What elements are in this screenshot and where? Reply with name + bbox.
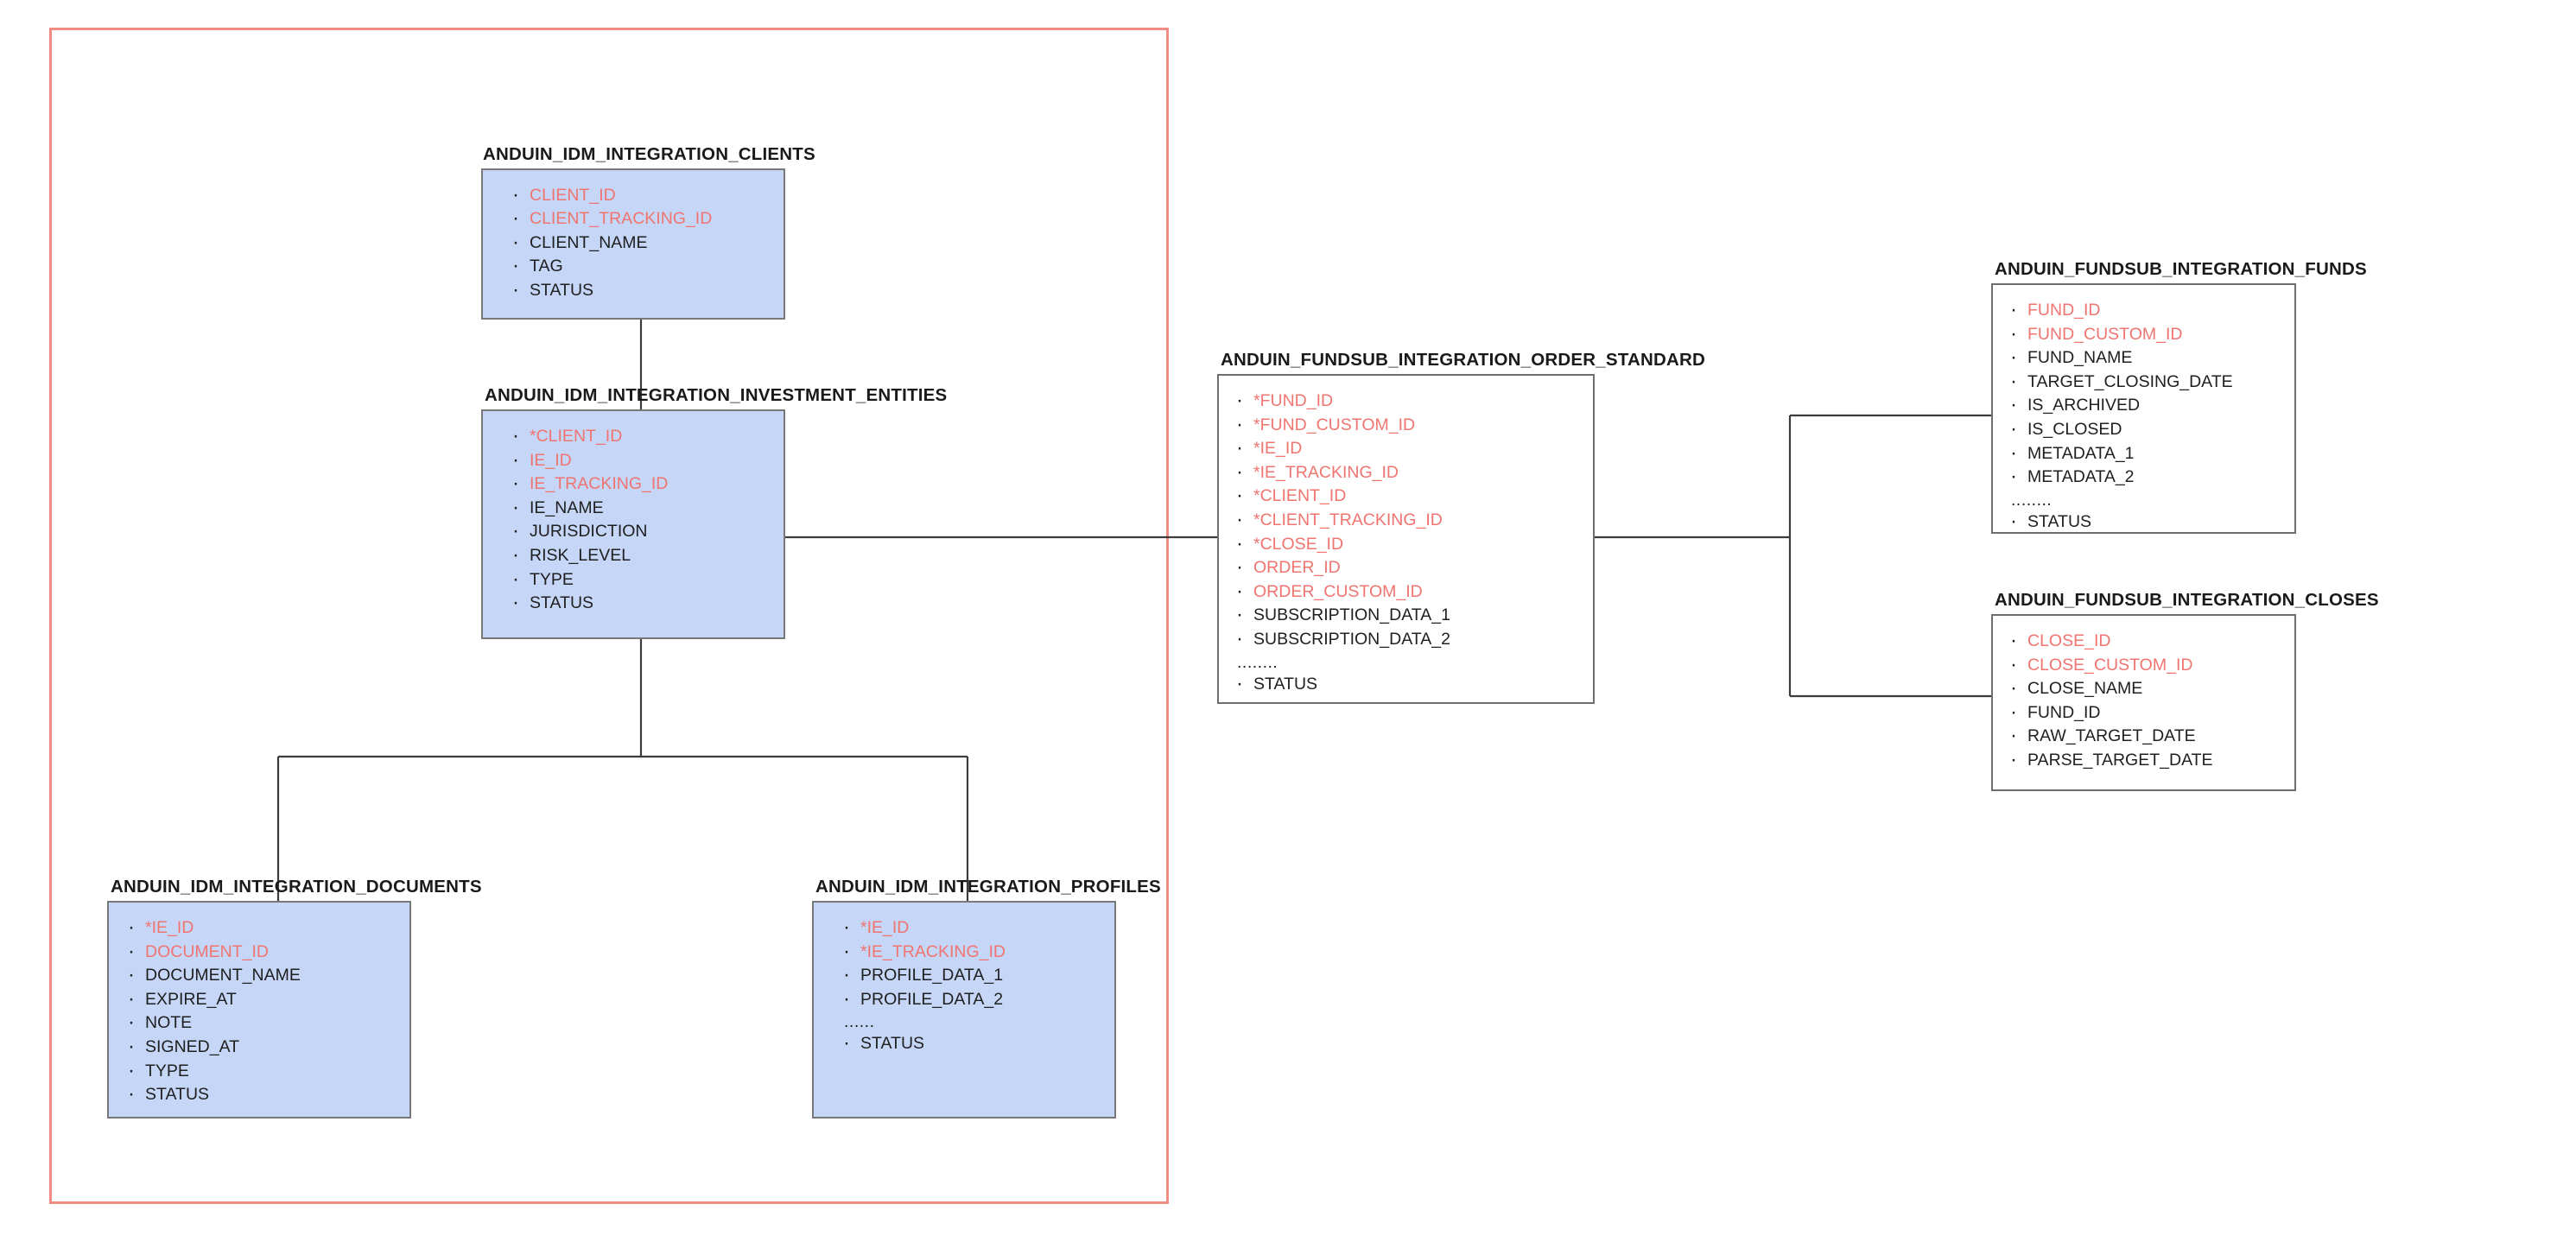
entity-title-profiles: ANDUIN_IDM_INTEGRATION_PROFILES — [815, 877, 1161, 897]
field-row: *IE_ID — [1234, 436, 1593, 461]
field-row: ORDER_ID — [1234, 555, 1593, 580]
field-row: *IE_TRACKING_ID — [841, 940, 1114, 965]
field-row: *IE_TRACKING_ID — [1234, 460, 1593, 485]
field-row: *CLIENT_ID — [511, 424, 784, 449]
entity-title-funds: ANDUIN_FUNDSUB_INTEGRATION_FUNDS — [1995, 259, 2367, 279]
entity-clients[interactable]: ANDUIN_IDM_INTEGRATION_CLIENTS CLIENT_ID… — [481, 144, 815, 320]
entity-title-documents: ANDUIN_IDM_INTEGRATION_DOCUMENTS — [111, 877, 482, 897]
field-list-funds: FUND_ID FUND_CUSTOM_ID FUND_NAME TARGET_… — [1993, 298, 2294, 535]
field-row: RAW_TARGET_DATE — [2008, 724, 2294, 749]
field-row: PARSE_TARGET_DATE — [2008, 748, 2294, 773]
field-row: PROFILE_DATA_2 — [841, 987, 1114, 1012]
entity-title-clients: ANDUIN_IDM_INTEGRATION_CLIENTS — [483, 144, 815, 164]
field-row: TAG — [511, 254, 784, 279]
field-list-documents: *IE_ID DOCUMENT_ID DOCUMENT_NAME EXPIRE_… — [109, 916, 409, 1107]
field-row: CLIENT_NAME — [511, 231, 784, 256]
field-row: IE_TRACKING_ID — [511, 472, 784, 497]
field-row: DOCUMENT_NAME — [126, 963, 409, 988]
field-row: FUND_NAME — [2008, 345, 2294, 371]
entity-title-order-standard: ANDUIN_FUNDSUB_INTEGRATION_ORDER_STANDAR… — [1221, 350, 1705, 370]
entity-box-documents[interactable]: *IE_ID DOCUMENT_ID DOCUMENT_NAME EXPIRE_… — [107, 901, 411, 1118]
entity-funds[interactable]: ANDUIN_FUNDSUB_INTEGRATION_FUNDS FUND_ID… — [1991, 259, 2367, 534]
field-row: *IE_ID — [126, 916, 409, 941]
field-row: PROFILE_DATA_1 — [841, 963, 1114, 988]
field-row: JURISDICTION — [511, 519, 784, 544]
field-row: STATUS — [1234, 672, 1593, 697]
field-row: IE_ID — [511, 448, 784, 473]
field-row: STATUS — [841, 1031, 1114, 1056]
entity-box-investment-entities[interactable]: *CLIENT_ID IE_ID IE_TRACKING_ID IE_NAME … — [481, 409, 785, 639]
entity-box-funds[interactable]: FUND_ID FUND_CUSTOM_ID FUND_NAME TARGET_… — [1991, 283, 2296, 534]
field-row-ellipsis: ........ — [1237, 652, 1278, 672]
field-row: STATUS — [511, 278, 784, 303]
entity-box-profiles[interactable]: *IE_ID *IE_TRACKING_ID PROFILE_DATA_1 PR… — [812, 901, 1116, 1118]
field-row: *IE_ID — [841, 916, 1114, 941]
field-row: *CLIENT_TRACKING_ID — [1234, 508, 1593, 533]
field-row: *CLOSE_ID — [1234, 532, 1593, 557]
field-row: RISK_LEVEL — [511, 543, 784, 568]
field-list-closes: CLOSE_ID CLOSE_CUSTOM_ID CLOSE_NAME FUND… — [1993, 629, 2294, 773]
field-row: CLIENT_ID — [511, 183, 784, 208]
field-row-ellipsis: ........ — [2011, 490, 2053, 510]
field-row: TARGET_CLOSING_DATE — [2008, 370, 2294, 395]
entity-box-order-standard[interactable]: *FUND_ID *FUND_CUSTOM_ID *IE_ID *IE_TRAC… — [1217, 374, 1595, 704]
field-row: NOTE — [126, 1011, 409, 1036]
entity-order-standard[interactable]: ANDUIN_FUNDSUB_INTEGRATION_ORDER_STANDAR… — [1217, 350, 1705, 704]
field-row: TYPE — [511, 567, 784, 592]
field-row: SUBSCRIPTION_DATA_1 — [1234, 603, 1593, 628]
entity-title-closes: ANDUIN_FUNDSUB_INTEGRATION_CLOSES — [1995, 590, 2379, 610]
entity-box-clients[interactable]: CLIENT_ID CLIENT_TRACKING_ID CLIENT_NAME… — [481, 168, 785, 320]
field-row: CLOSE_CUSTOM_ID — [2008, 653, 2294, 678]
field-list-clients: CLIENT_ID CLIENT_TRACKING_ID CLIENT_NAME… — [483, 183, 784, 303]
field-row: STATUS — [511, 591, 784, 616]
field-row: CLOSE_ID — [2008, 629, 2294, 654]
field-row: *FUND_CUSTOM_ID — [1234, 413, 1593, 438]
field-list-profiles: *IE_ID *IE_TRACKING_ID PROFILE_DATA_1 PR… — [814, 916, 1114, 1056]
connector-order-standard-funds-closes — [1595, 414, 1991, 698]
field-row: SIGNED_AT — [126, 1035, 409, 1060]
field-row: STATUS — [2008, 510, 2294, 535]
entity-closes[interactable]: ANDUIN_FUNDSUB_INTEGRATION_CLOSES CLOSE_… — [1991, 590, 2379, 791]
entity-box-closes[interactable]: CLOSE_ID CLOSE_CUSTOM_ID CLOSE_NAME FUND… — [1991, 614, 2296, 791]
field-row: FUND_CUSTOM_ID — [2008, 322, 2294, 347]
field-list-order-standard: *FUND_ID *FUND_CUSTOM_ID *IE_ID *IE_TRAC… — [1219, 389, 1593, 697]
field-row: ORDER_CUSTOM_ID — [1234, 580, 1593, 605]
field-row: METADATA_2 — [2008, 465, 2294, 490]
field-row: *FUND_ID — [1234, 389, 1593, 414]
field-row: IE_NAME — [511, 496, 784, 521]
entity-documents[interactable]: ANDUIN_IDM_INTEGRATION_DOCUMENTS *IE_ID … — [107, 877, 482, 1118]
field-row: TYPE — [126, 1059, 409, 1084]
entity-investment-entities[interactable]: ANDUIN_IDM_INTEGRATION_INVESTMENT_ENTITI… — [481, 385, 947, 639]
field-row-ellipsis: ...... — [844, 1012, 875, 1032]
field-row: EXPIRE_AT — [126, 987, 409, 1012]
entity-title-investment-entities: ANDUIN_IDM_INTEGRATION_INVESTMENT_ENTITI… — [485, 385, 948, 405]
field-row: CLOSE_NAME — [2008, 676, 2294, 701]
entity-profiles[interactable]: ANDUIN_IDM_INTEGRATION_PROFILES *IE_ID *… — [812, 877, 1161, 1118]
field-list-investment-entities: *CLIENT_ID IE_ID IE_TRACKING_ID IE_NAME … — [483, 424, 784, 616]
field-row: *CLIENT_ID — [1234, 484, 1593, 509]
field-row: FUND_ID — [2008, 700, 2294, 726]
field-row: STATUS — [126, 1082, 409, 1107]
field-row: DOCUMENT_ID — [126, 940, 409, 965]
field-row: SUBSCRIPTION_DATA_2 — [1234, 627, 1593, 652]
field-row: FUND_ID — [2008, 298, 2294, 323]
field-row: IS_ARCHIVED — [2008, 393, 2294, 418]
field-row: IS_CLOSED — [2008, 417, 2294, 442]
field-row: CLIENT_TRACKING_ID — [511, 206, 784, 231]
group-boundary-rect — [49, 28, 1169, 1204]
field-row: METADATA_1 — [2008, 441, 2294, 466]
